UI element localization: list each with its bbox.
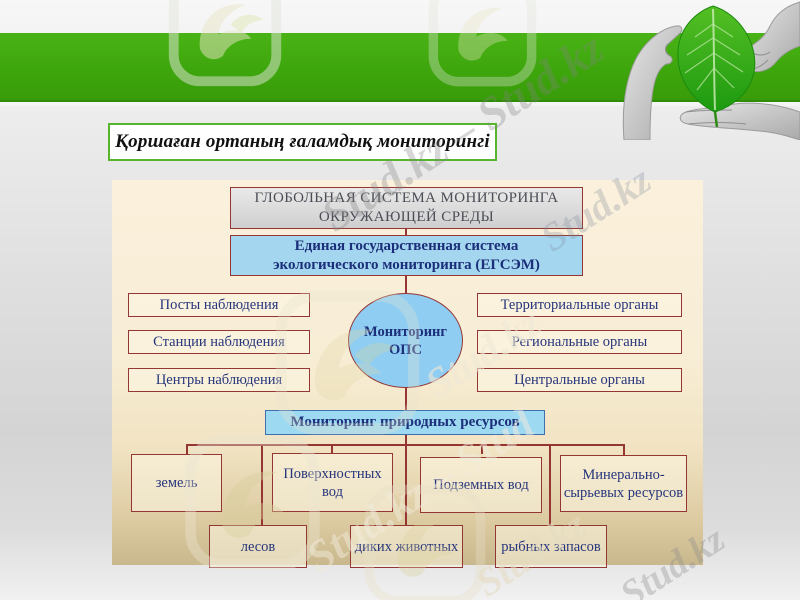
box-label: Минерально-сырьевых ресурсов bbox=[563, 466, 684, 501]
box-label: ОКРУЖАЮЩЕЙ СРЕДЫ bbox=[318, 209, 495, 225]
box-label: рыбных запасов bbox=[501, 538, 601, 555]
central-bodies-box: Центральные органы bbox=[477, 368, 682, 392]
regional-bodies-box: Региональные органы bbox=[477, 330, 682, 354]
observation-centers-box: Центры наблюдения bbox=[128, 368, 310, 392]
lands-box: земель bbox=[131, 454, 222, 512]
box-label: Мониторинг природных ресурсов bbox=[290, 414, 520, 430]
connector-line bbox=[481, 444, 483, 454]
forests-box: лесов bbox=[209, 525, 307, 568]
connector-line bbox=[405, 229, 407, 235]
box-label: Посты наблюдения bbox=[159, 297, 279, 313]
box-label: лесов bbox=[240, 538, 276, 555]
box-label: Подземных вод bbox=[433, 477, 529, 493]
hand-right-icon bbox=[746, 1, 800, 73]
box-label: Единая государственная система bbox=[294, 237, 519, 254]
wild-animals-box: диких животных bbox=[350, 525, 463, 568]
box-label: ГЛОБОЛЬНАЯ СИСТЕМА МОНИТОРИНГА bbox=[254, 190, 559, 206]
leaf-icon bbox=[677, 5, 756, 128]
box-label: экологического мониторинга (ЕГСЭМ) bbox=[273, 256, 540, 273]
connector-line bbox=[186, 444, 188, 454]
surface-waters-box: Поверхностных вод bbox=[272, 453, 393, 512]
box-label: диких животных bbox=[354, 538, 459, 555]
egsem-box: Единая государственная система экологиче… bbox=[230, 235, 583, 276]
slide-title-box: Қоршаған ортаның ғаламдық мониторингі bbox=[108, 123, 497, 161]
observation-posts-box: Посты наблюдения bbox=[128, 293, 310, 317]
global-monitoring-system-box: ГЛОБОЛЬНАЯ СИСТЕМА МОНИТОРИНГА ОКРУЖАЮЩЕ… bbox=[230, 187, 583, 229]
box-label: земель bbox=[155, 475, 198, 491]
territorial-bodies-box: Территориальные органы bbox=[477, 293, 682, 317]
monitoring-ops-circle: Мониторинг ОПС bbox=[348, 293, 463, 388]
connector-line bbox=[405, 444, 407, 525]
connector-line bbox=[261, 444, 263, 525]
observation-stations-box: Станции наблюдения bbox=[128, 330, 310, 354]
connector-line bbox=[405, 435, 407, 445]
ground-waters-box: Подземных вод bbox=[420, 457, 542, 513]
hand-left-icon bbox=[622, 25, 683, 140]
box-label: Центры наблюдения bbox=[155, 372, 283, 388]
circle-label: Мониторинг bbox=[364, 323, 447, 340]
circle-label: ОПС bbox=[388, 341, 423, 358]
hand-bottom-icon bbox=[679, 102, 800, 140]
fish-stocks-box: рыбных запасов bbox=[495, 525, 607, 568]
box-label: Поверхностных вод bbox=[283, 465, 382, 500]
natural-resources-monitoring-box: Мониторинг природных ресурсов bbox=[265, 410, 545, 435]
box-label: Станции наблюдения bbox=[153, 334, 285, 350]
box-label: Региональные органы bbox=[511, 334, 648, 350]
connector-line bbox=[623, 444, 625, 455]
mineral-resources-box: Минерально-сырьевых ресурсов bbox=[560, 455, 687, 512]
connector-line bbox=[331, 444, 333, 454]
slide-title: Қоршаған ортаның ғаламдық мониторингі bbox=[115, 131, 490, 152]
connector-line bbox=[549, 444, 551, 525]
box-label: Центральные органы bbox=[514, 372, 645, 388]
box-label: Территориальные органы bbox=[500, 297, 659, 313]
hands-holding-leaf-graphic bbox=[622, 1, 800, 140]
